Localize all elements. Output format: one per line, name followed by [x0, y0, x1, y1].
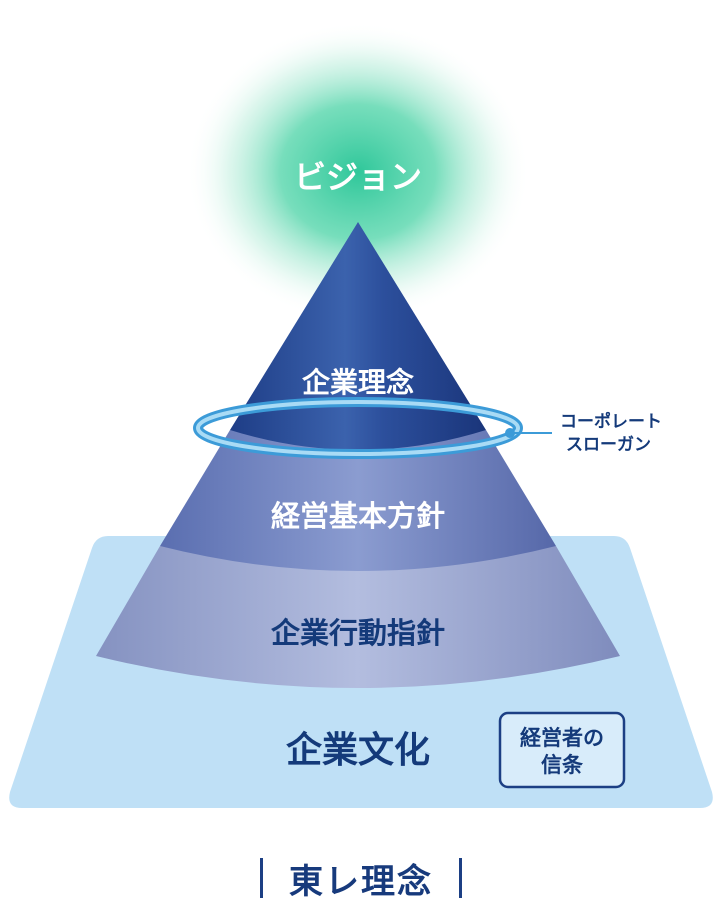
corporate-culture-label: 企業文化: [286, 729, 430, 771]
title-left-bar: [260, 858, 263, 898]
diagram-title: 東レ理念: [289, 861, 433, 902]
diagram-title-area: 東レ理念: [0, 848, 722, 908]
slogan-ring-inner: [196, 400, 520, 456]
beliefs-label-line2: 信条: [541, 753, 584, 777]
vision-label: ビジョン: [294, 158, 422, 196]
basic-policy-band: [160, 430, 556, 571]
philosophy-label: 企業理念: [302, 366, 414, 399]
beliefs-label-line1: 経営者の: [520, 726, 604, 750]
slogan-label-line2: スローガン: [566, 435, 651, 455]
beliefs-box: [498, 711, 626, 789]
vision-glow: [186, 22, 530, 322]
conduct-guideline-band: [96, 546, 620, 688]
slogan-label-line1: コーポレート: [560, 411, 662, 432]
title-right-bar: [459, 858, 462, 898]
conduct-guideline-label: 企業行動指針: [271, 616, 445, 650]
philosophy-cone: [230, 222, 486, 450]
basic-policy-label: 経営基本方針: [271, 499, 445, 533]
